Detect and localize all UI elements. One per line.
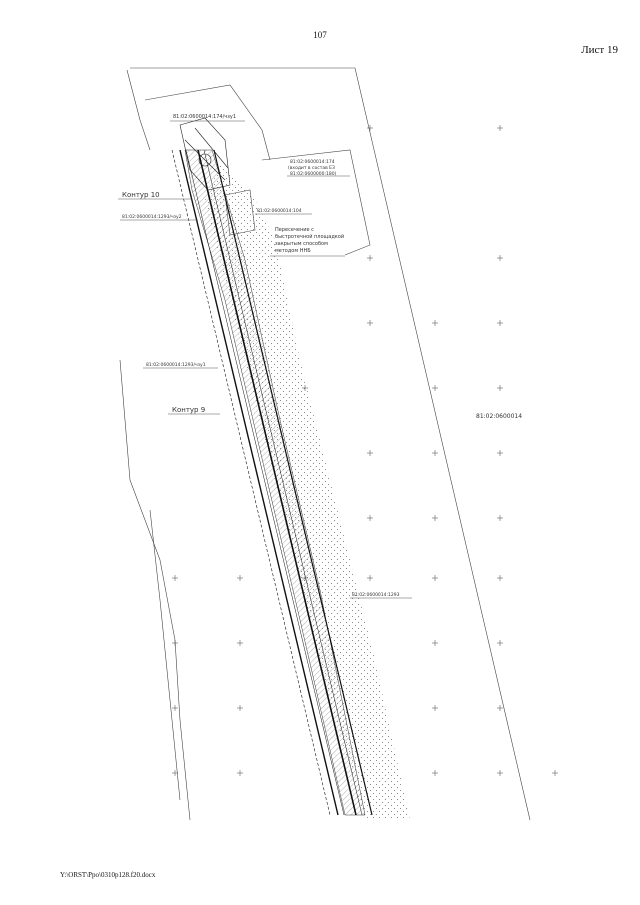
- label-contour-10: Контур 10: [122, 191, 160, 199]
- junction-detail: [179, 117, 231, 191]
- label-parcel-bottom: 81:02:0600014:1293: [352, 592, 400, 598]
- label-parcel-left: 81:02:0600014:1293/чзу1: [146, 362, 206, 368]
- leader-lines: [118, 120, 412, 599]
- label-crossing-3: закрытым способом: [275, 241, 328, 247]
- boundary-lines: [119, 67, 531, 821]
- hatched-corridor: [184, 149, 366, 816]
- footer-path: Y:\ORST\Ppo\0310p128.f20.docx: [60, 871, 156, 879]
- label-parcel-right-3: 81:02:0600000:180): [290, 171, 337, 177]
- label-crossing-1: Пересечение с: [275, 227, 314, 233]
- grid-crosses: [172, 125, 558, 776]
- label-quarter: 81:02:0600014: [476, 413, 522, 420]
- label-parcel-right-1: 81:02:0600014:174: [290, 159, 335, 165]
- label-crossing-2: быстротечной площадкой: [275, 233, 344, 240]
- label-parcel-contour-10: 81:02:0600014:1293/чзу2: [122, 214, 182, 220]
- sheet-label: Лист 19: [581, 44, 618, 56]
- corridor-lines: [171, 149, 373, 816]
- label-parcel-mid: 81:02:0600014:104: [257, 208, 302, 214]
- label-parcel-right-2: (входит в состав ЕЗ: [288, 165, 335, 171]
- page-number: 107: [313, 30, 327, 40]
- label-contour-9: Контур 9: [172, 406, 205, 414]
- label-parcel-top: 81:02:0600014:174/чзу1: [173, 114, 236, 120]
- label-crossing-4: методом ННБ: [275, 248, 311, 254]
